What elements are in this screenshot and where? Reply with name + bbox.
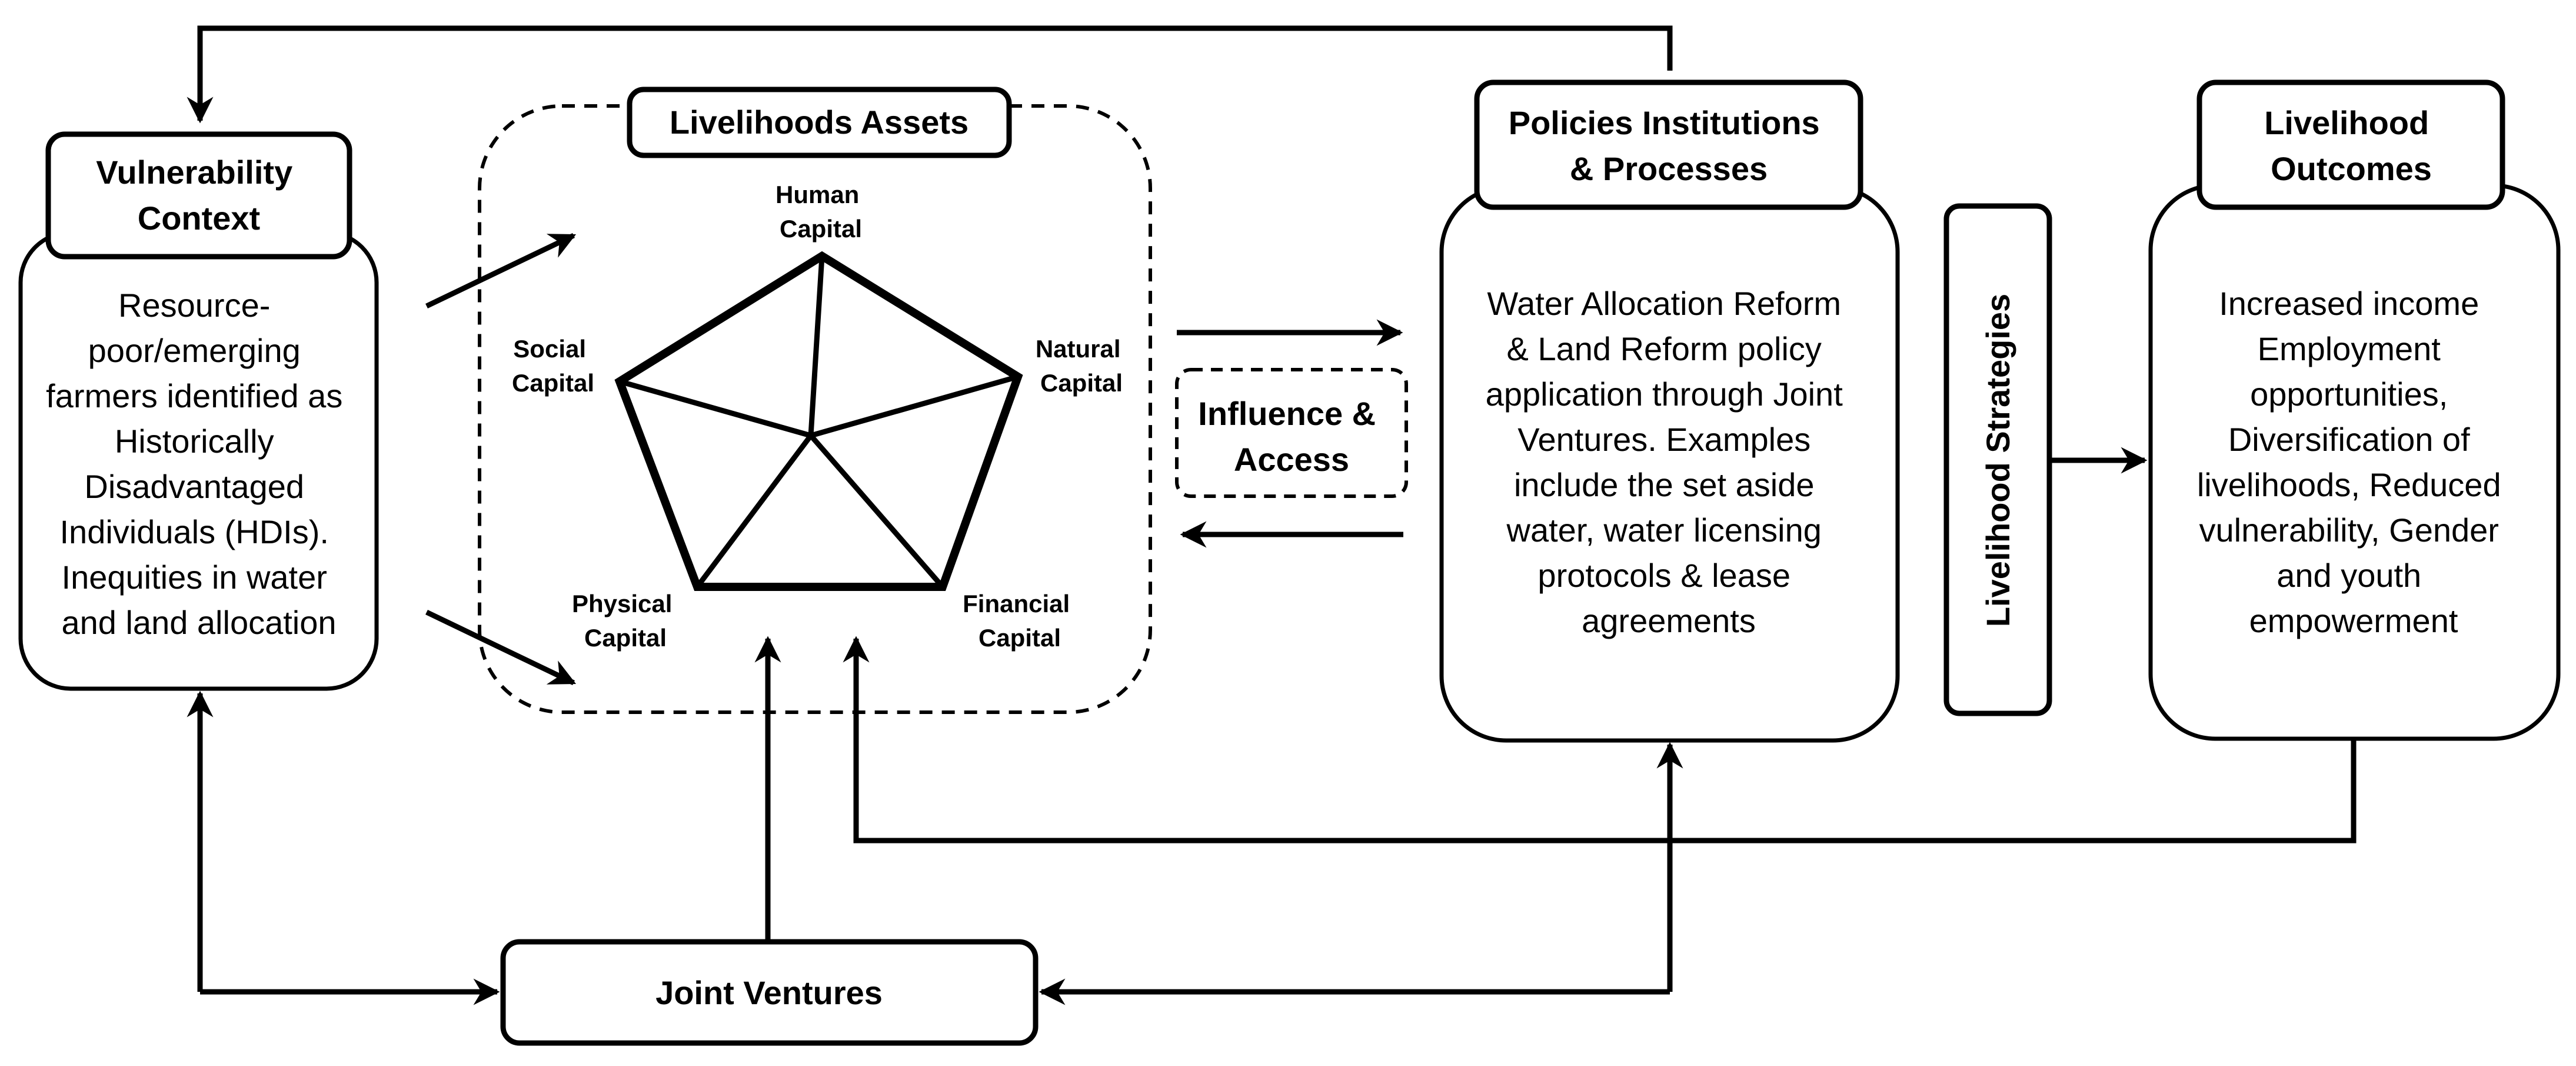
outcomes-body-box	[2148, 183, 2561, 741]
outcomes-title-tab	[2196, 79, 2505, 210]
joint-ventures-box	[500, 939, 1039, 1046]
physical-capital-label: Physical Capital	[572, 590, 679, 652]
vulnerability-title: Vulnerability Context	[96, 154, 302, 237]
influence-dashed-box	[1175, 368, 1408, 498]
vulnerability-title-tab	[45, 131, 352, 260]
arrow-policies-to-vulnerability	[187, 25, 1673, 124]
arrow-vulnerability-to-assets-lower	[425, 609, 577, 686]
policies-title: Policies Institutions & Processes	[1509, 104, 1829, 187]
joint-ventures-label: Joint Ventures	[655, 974, 883, 1011]
outcomes-description: Increased income Employment opportunitie…	[2197, 285, 2510, 639]
assets-title-tab	[627, 87, 1012, 158]
spoke-physical	[695, 434, 813, 589]
influence-label: Influence & Access	[1198, 395, 1384, 478]
outcomes-title: Livelihood Outcomes	[2264, 104, 2438, 187]
strategies-box	[1943, 203, 2052, 716]
livelihood-strategies: Livelihood Strategies	[1943, 203, 2052, 716]
human-capital-label: Human Capital	[776, 181, 866, 243]
arrow-vulnerability-to-assets-upper	[425, 233, 577, 309]
spoke-financial	[808, 434, 945, 589]
spoke-human	[808, 255, 825, 436]
arrow-outcomes-to-assets	[843, 636, 2357, 843]
capital-pentagon	[614, 251, 1023, 591]
livelihood-outcomes: Livelihood Outcomes Increased income Emp…	[2148, 79, 2561, 741]
vulnerability-context: Vulnerability Context Resource- poor/eme…	[18, 131, 379, 691]
spoke-social	[618, 378, 812, 439]
assets-title: Livelihoods Assets	[670, 104, 969, 141]
policies-body-box	[1439, 185, 1900, 743]
social-capital-label: Social Capital	[512, 335, 594, 397]
strategies-label: Livelihood Strategies	[1979, 294, 2016, 627]
influence-access: Influence & Access	[1175, 368, 1408, 498]
policies-institutions-processes: Policies Institutions & Processes Water …	[1439, 79, 1900, 743]
spoke-natural	[810, 374, 1019, 439]
policies-title-tab	[1474, 79, 1863, 210]
financial-capital-label: Financial Capital	[963, 590, 1077, 652]
pentagon-outline	[614, 251, 1023, 591]
natural-capital-label: Natural Capital	[1036, 335, 1127, 397]
vulnerability-description: Resource- poor/emerging farmers identifi…	[46, 287, 352, 641]
joint-ventures: Joint Ventures	[500, 939, 1039, 1046]
livelihoods-assets: Livelihoods Assets Human Capital Natural…	[478, 87, 1152, 714]
policies-description: Water Allocation Reform & Land Reform po…	[1486, 285, 1852, 639]
